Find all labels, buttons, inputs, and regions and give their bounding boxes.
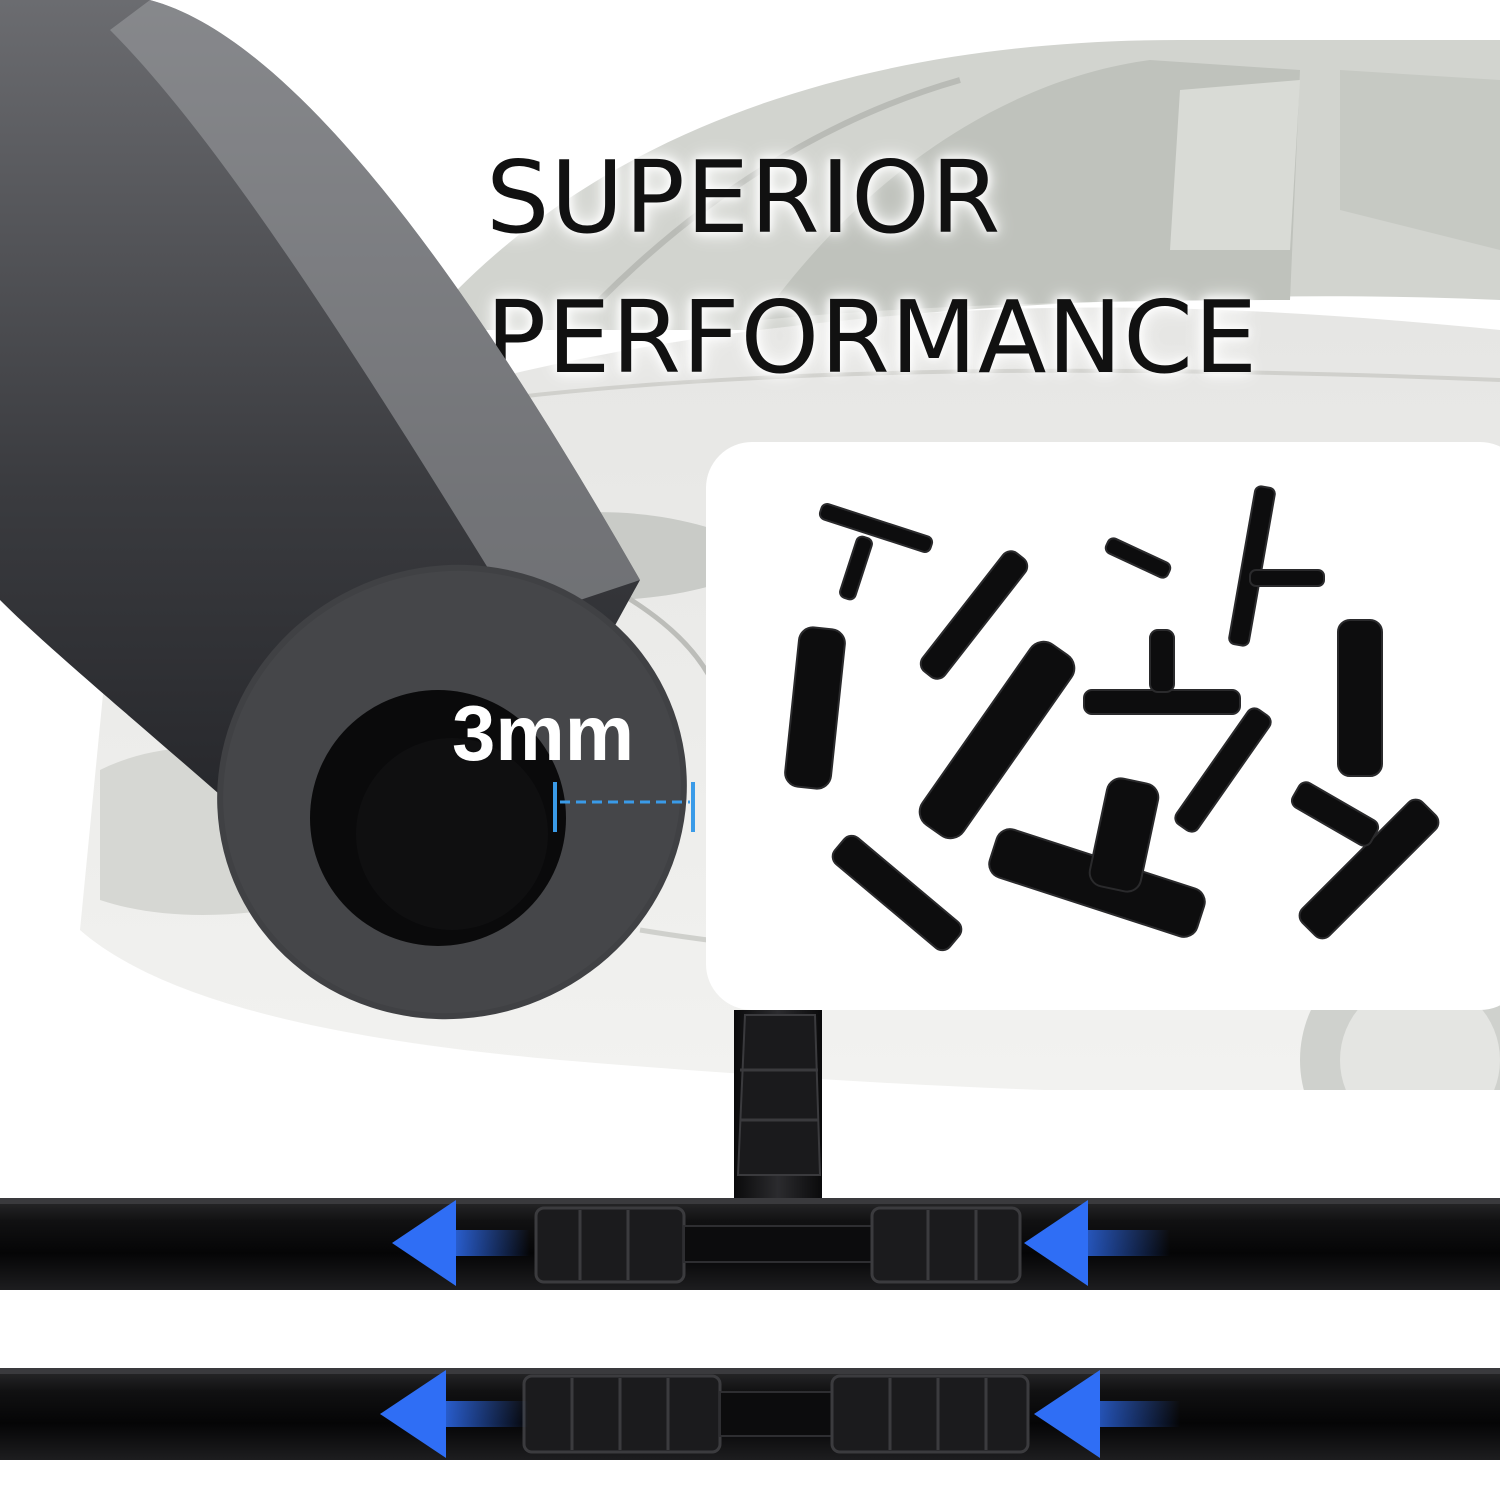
straight-flow-pipe [0, 1368, 1500, 1460]
headline: SUPERIOR PERFORMANCE [486, 128, 1258, 408]
headline-line-1: SUPERIOR [486, 139, 1002, 256]
arrow-left-icon [1024, 1200, 1170, 1286]
arrow-left-icon [380, 1370, 528, 1458]
tee-connector-icon [988, 777, 1206, 938]
straight-connector-icon [831, 834, 963, 952]
arrow-left-icon [392, 1200, 530, 1286]
straight-connector-icon [1337, 619, 1383, 777]
straight-connector-icon [1104, 537, 1172, 579]
connectors-card [706, 442, 1500, 1010]
tee-connector-icon [1228, 485, 1325, 647]
dimension-line [553, 782, 695, 832]
tee-connector-icon [1290, 781, 1440, 940]
tee-connector-icon [818, 503, 934, 601]
straight-connector-icon [1174, 707, 1272, 833]
inner-diameter-label: 3mm [452, 689, 635, 777]
straight-connector-icon [784, 626, 846, 790]
arrow-left-icon [1034, 1370, 1180, 1458]
connector-assortment [784, 485, 1440, 952]
straight-connector-icon [919, 550, 1029, 680]
headline-line-2: PERFORMANCE [486, 279, 1259, 396]
tee-flow-pipe [0, 1198, 1500, 1290]
straight-connector-icon [918, 640, 1076, 840]
tee-connector-icon [1083, 629, 1241, 715]
